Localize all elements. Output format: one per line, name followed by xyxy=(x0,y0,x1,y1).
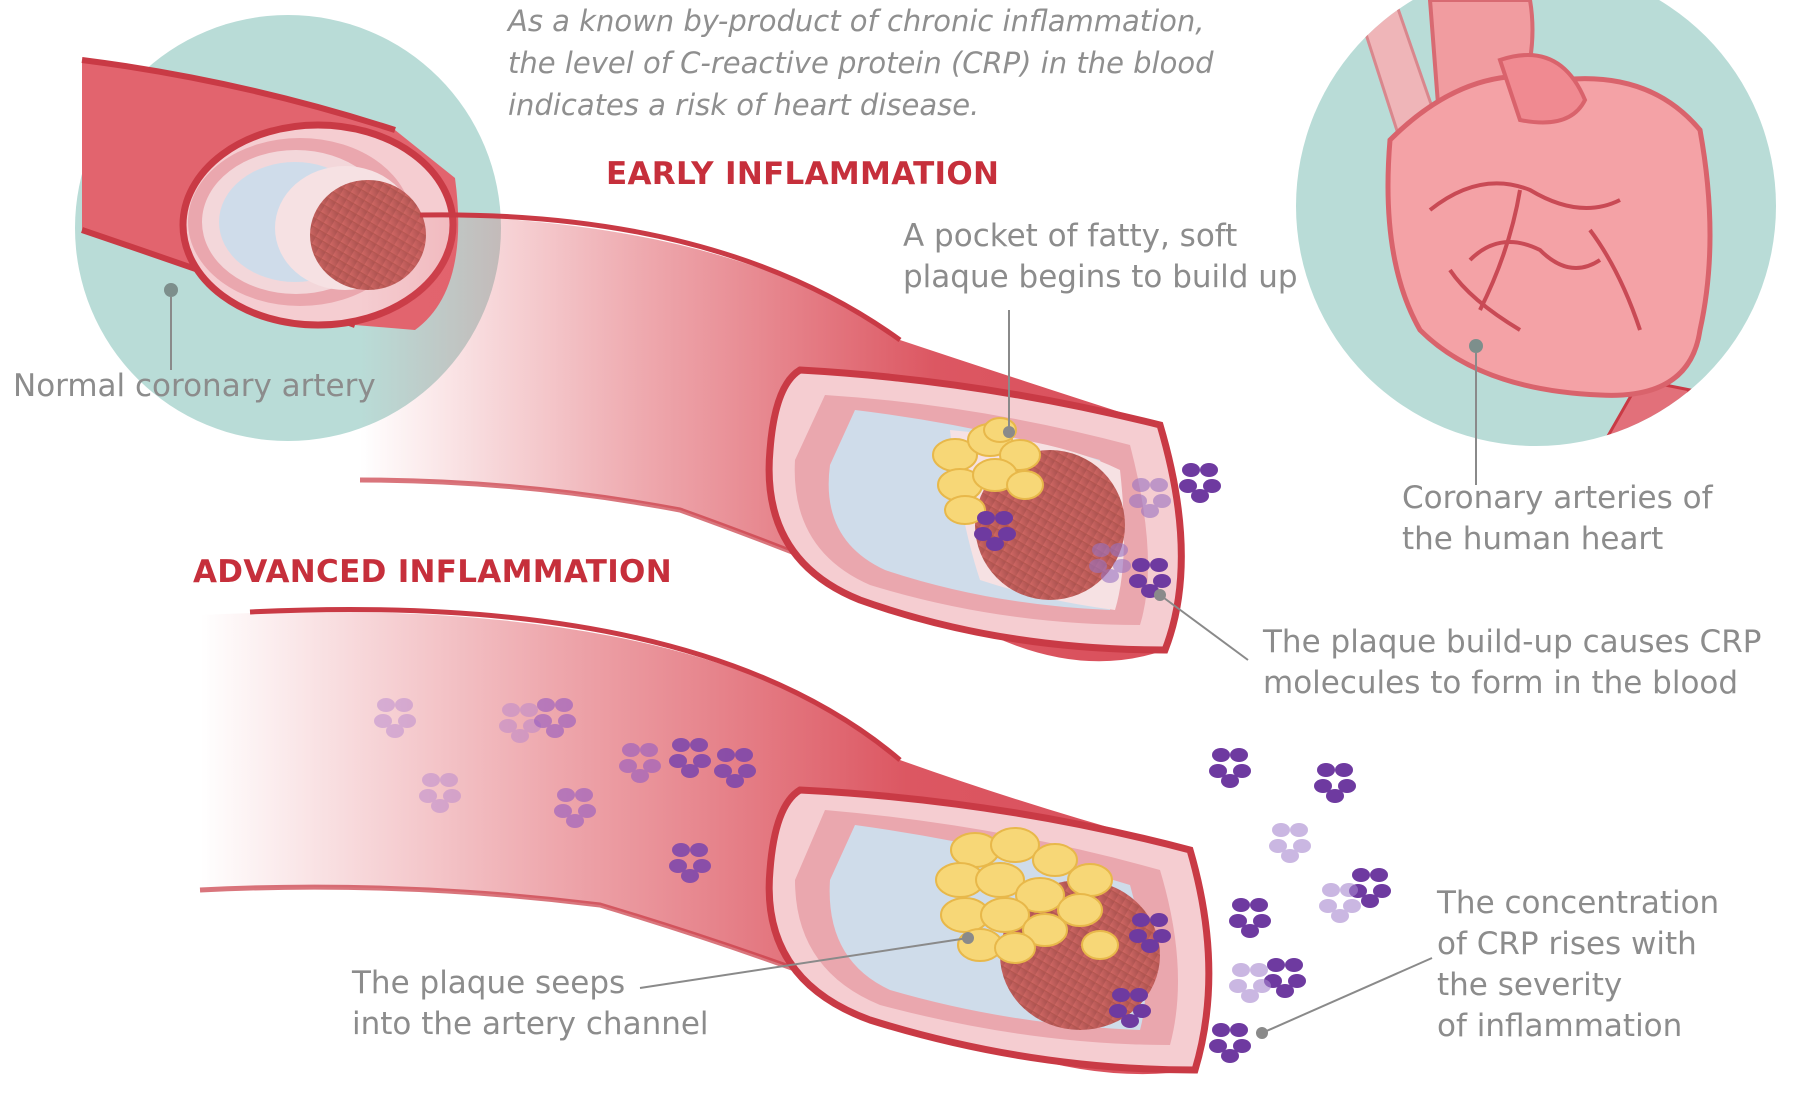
plaque-seeps-line-1: The plaque seeps xyxy=(352,963,709,1004)
intro-line-1: As a known by-product of chronic inflamm… xyxy=(508,0,1214,42)
intro-text: As a known by-product of chronic inflamm… xyxy=(508,0,1214,126)
concentration-line-3: the severity xyxy=(1437,965,1719,1006)
crp-form-label: The plaque build-up causes CRP molecules… xyxy=(1263,622,1761,704)
crp-form-line-2: molecules to form in the blood xyxy=(1263,663,1761,704)
intro-line-2: the level of C-reactive protein (CRP) in… xyxy=(508,42,1214,84)
concentration-line-4: of inflammation xyxy=(1437,1006,1719,1047)
plaque-seeps-line-2: into the artery channel xyxy=(352,1004,709,1045)
normal-artery-label: Normal coronary artery xyxy=(13,366,376,407)
concentration-label: The concentration of CRP rises with the … xyxy=(1437,883,1719,1047)
concentration-line-1: The concentration xyxy=(1437,883,1719,924)
coronary-line-2: the human heart xyxy=(1402,519,1713,560)
intro-line-3: indicates a risk of heart disease. xyxy=(508,84,1214,126)
coronary-arteries-label: Coronary arteries of the human heart xyxy=(1402,478,1713,560)
plaque-pocket-line-2: plaque begins to build up xyxy=(903,257,1298,298)
plaque-pocket-label: A pocket of fatty, soft plaque begins to… xyxy=(903,216,1298,298)
heart-circle xyxy=(1296,0,1776,485)
plaque-seeps-label: The plaque seeps into the artery channel xyxy=(352,963,709,1045)
coronary-line-1: Coronary arteries of xyxy=(1402,478,1713,519)
plaque-pocket-line-1: A pocket of fatty, soft xyxy=(903,216,1298,257)
concentration-line-2: of CRP rises with xyxy=(1437,924,1719,965)
early-inflammation-heading: EARLY INFLAMMATION xyxy=(606,156,999,192)
advanced-inflammation-heading: ADVANCED INFLAMMATION xyxy=(193,554,672,590)
crp-form-line-1: The plaque build-up causes CRP xyxy=(1263,622,1761,663)
